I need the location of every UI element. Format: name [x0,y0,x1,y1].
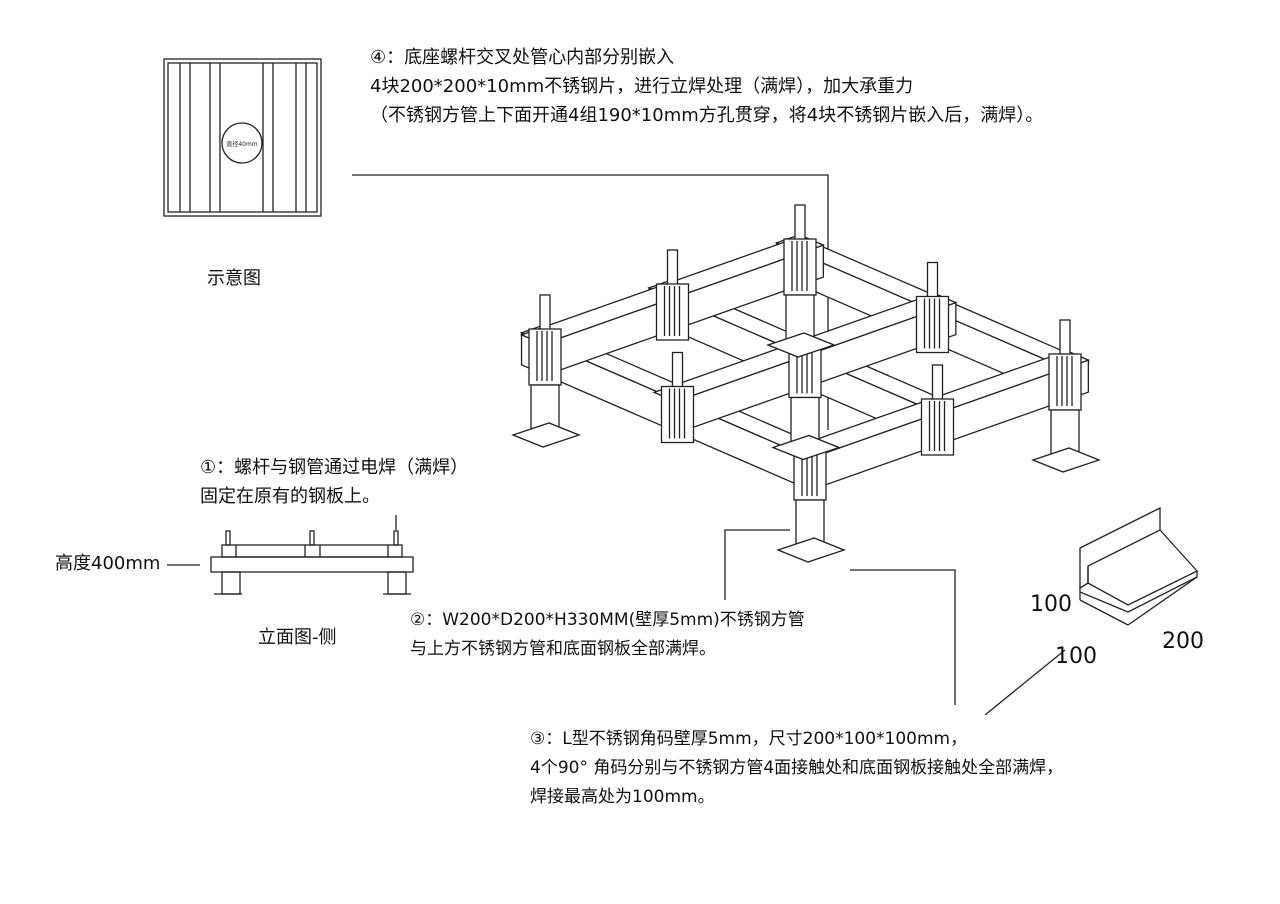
elevation-caption: 立面图-侧 [258,627,337,648]
threaded-rod [794,204,806,244]
steel-frame-3d [511,204,1101,563]
note-2-line: 与上方不锈钢方管和底面钢板全部满焊。 [410,639,716,659]
note-1-line: 固定在原有的钢板上。 [200,486,380,507]
dim-leader [984,649,1066,716]
base-plate [766,332,836,358]
threaded-rod [539,294,551,334]
note-3-line: 焊接最高处为100mm。 [530,787,715,807]
note-2-line: ②：W200*D200*H330MM(壁厚5mm)不锈钢方管 [410,610,805,630]
note-4-line: （不锈钢方管上下面开通4组190*10mm方孔贯穿，将4块不锈钢片嵌入后，满焊）… [370,105,1044,126]
elevation-drawing [210,530,414,595]
post-block [783,238,817,296]
note-4-line: 4块200*200*10mm不锈钢片，进行立焊处理（满焊），加大承重力 [370,76,914,97]
note-4-line: ④：底座螺杆交叉处管心内部分别嵌入 [370,47,675,68]
note-2: ②：W200*D200*H330MM(壁厚5mm)不锈钢方管 与上方不锈钢方管和… [410,606,805,664]
post-block [920,398,955,456]
schematic-caption: 示意图 [207,268,261,289]
threaded-rod [666,249,679,289]
dim-a: 100 [1030,592,1072,617]
post-block [1048,353,1082,411]
circle-label: 直径40mm [226,140,257,148]
threaded-rod [926,261,939,302]
l-angle-bracket [1079,506,1198,626]
note-1: ①：螺杆与钢管通过电焊（满焊） 固定在原有的钢板上。 [200,453,468,511]
post-block [528,328,562,386]
leader-line-3 [850,569,956,705]
note-3-line: 4个90° 角码分别与不锈钢方管4面接触处和底面钢板接触处全部满焊， [530,758,1064,778]
note-4: ④：底座螺杆交叉处管心内部分别嵌入 4块200*200*10mm不锈钢片，进行立… [370,43,1043,130]
threaded-rod [1059,319,1071,359]
note-3-line: ③：L型不锈钢角码壁厚5mm，尺寸200*100*100mm， [530,729,968,749]
post-block [915,295,950,354]
post-block [660,385,695,444]
base-plate [771,434,841,461]
note-3: ③：L型不锈钢角码壁厚5mm，尺寸200*100*100mm， 4个90° 角码… [530,725,1063,812]
threaded-rod [671,351,684,392]
post-block [655,283,690,341]
schematic-plate [163,58,322,217]
height-label: 高度400mm [55,553,161,574]
base-plate [511,422,581,448]
dim-b: 100 [1055,644,1097,669]
note-1-line: ①：螺杆与钢管通过电焊（满焊） [200,457,469,478]
leader-line-2 [724,529,790,600]
base-plate [776,537,846,563]
dim-c: 200 [1162,629,1204,654]
threaded-rod [931,364,944,404]
base-plate [1031,447,1101,473]
